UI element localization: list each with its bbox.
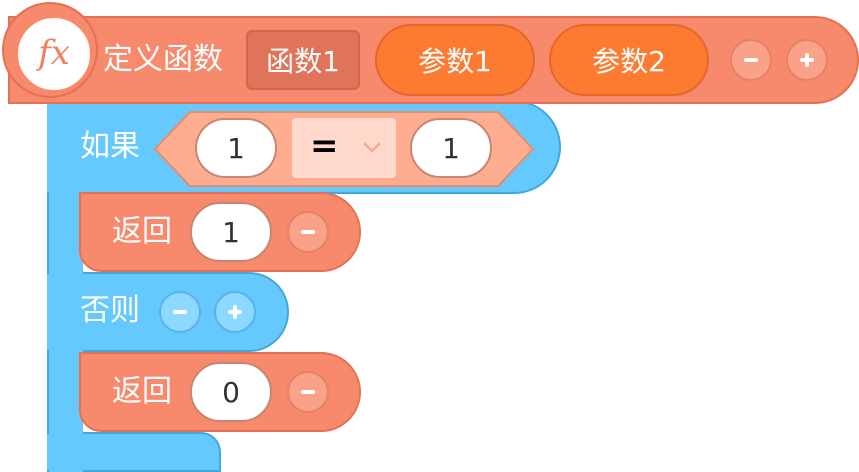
return-value-input-else[interactable]: 0 xyxy=(190,362,272,422)
param-pill-2[interactable]: 参数2 xyxy=(549,24,709,96)
condition-right-input[interactable]: 1 xyxy=(410,118,492,178)
fx-glyph: fx xyxy=(35,33,70,73)
chevron-down-icon xyxy=(363,142,381,153)
fx-icon: fx xyxy=(16,16,92,92)
add-param-button[interactable] xyxy=(786,39,828,81)
remove-param-button[interactable] xyxy=(730,39,772,81)
remove-return-button-else[interactable] xyxy=(287,371,329,413)
minus-icon xyxy=(173,310,187,314)
return-value-input-then[interactable]: 1 xyxy=(190,202,272,262)
plus-icon-v xyxy=(233,305,237,319)
define-function-label: 定义函数 xyxy=(103,42,223,77)
plus-icon-v xyxy=(805,53,809,67)
operator-symbol: = xyxy=(310,126,339,166)
else-label: 否则 xyxy=(80,293,140,328)
return-label-then: 返回 xyxy=(112,214,172,249)
minus-icon xyxy=(744,58,758,62)
if-spine-fill xyxy=(49,102,83,472)
return-label-else: 返回 xyxy=(112,374,172,409)
operator-dropdown[interactable] xyxy=(292,118,396,178)
else-add-button[interactable] xyxy=(214,291,256,333)
if-label: 如果 xyxy=(80,129,140,164)
remove-return-button-then[interactable] xyxy=(287,211,329,253)
minus-icon xyxy=(301,390,315,394)
param-pill-1[interactable]: 参数1 xyxy=(375,24,535,96)
function-name-field[interactable]: 函数1 xyxy=(246,30,360,90)
else-remove-button[interactable] xyxy=(159,291,201,333)
condition-left-input[interactable]: 1 xyxy=(195,118,277,178)
svg-text:fx: fx xyxy=(35,33,70,73)
minus-icon xyxy=(301,230,315,234)
function-icon-badge: fx xyxy=(2,2,98,98)
